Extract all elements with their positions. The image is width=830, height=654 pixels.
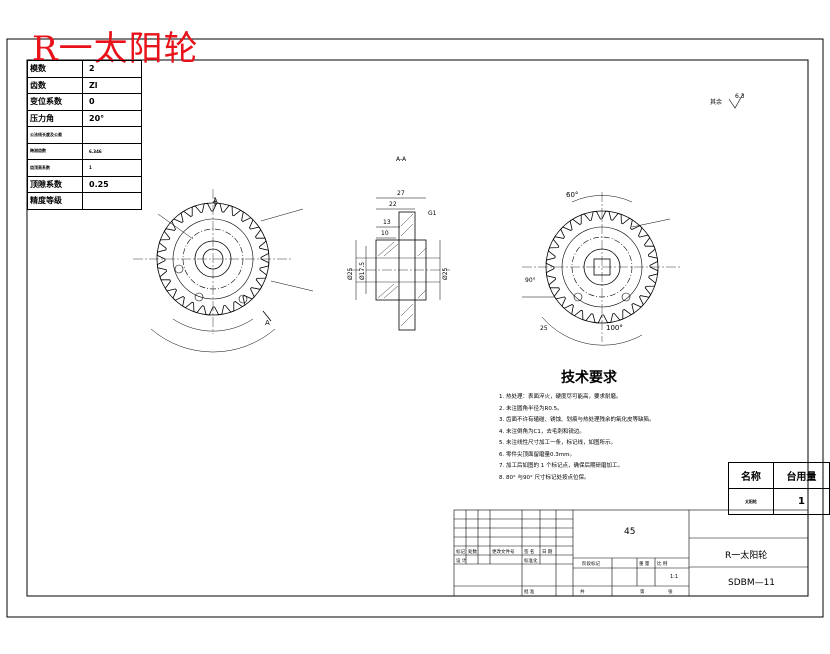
dim-25: 25	[540, 325, 548, 332]
title-block	[453, 509, 809, 597]
dim-60deg: 60°	[566, 191, 578, 199]
tb-ratio: 比 例	[657, 562, 668, 567]
roughness-label: 其余	[710, 98, 722, 106]
tb-date: 日 期	[542, 550, 553, 555]
roughness-icon	[728, 93, 744, 109]
tech-item: 4. 未注倒角为C1，去毛刺和锐边。	[499, 428, 585, 435]
tech-item: 3. 齿面不许有磕碰、锈蚀、划痕与热处理残余的氧化皮等缺陷。	[499, 417, 655, 423]
tb-approve: 批 准	[524, 590, 535, 595]
material: 45	[624, 527, 636, 537]
param-key: 公法线长度及公差	[27, 126, 83, 144]
param-value: 6.346	[82, 142, 142, 160]
dim-27: 27	[397, 190, 405, 197]
param-value: 1	[82, 159, 142, 177]
dim-22: 22	[389, 201, 397, 208]
param-value: 2	[82, 60, 142, 78]
dim-phi-left-1: Ø25	[347, 267, 354, 280]
name-value: 太阳轮	[728, 488, 774, 515]
tb-count: 处数	[468, 550, 477, 555]
tech-item: 8. 80° 与90° 尺寸标记处按点位保。	[499, 474, 590, 481]
tb-sheet: 第	[640, 590, 645, 595]
tech-item: 6. 零件尖顶面留磨量0.3mm。	[499, 451, 575, 458]
param-value	[82, 192, 142, 210]
roughness-value: 6.3	[735, 93, 745, 100]
param-key: 齿顶高系数	[27, 159, 83, 177]
param-value: Zl	[82, 76, 142, 94]
param-key: 跨测齿数	[27, 142, 83, 160]
name-qty-table: 名称 台用量 太阳轮 1	[728, 462, 830, 515]
dim-13: 13	[383, 219, 391, 226]
param-key: 精度等级	[27, 192, 83, 210]
param-key: 模数	[27, 60, 83, 78]
param-value	[82, 126, 142, 144]
section-view: A-A	[350, 156, 450, 331]
tb-zone: 更改文件号	[492, 550, 515, 555]
dim-10: 10	[381, 230, 389, 237]
tb-sheets: 共	[580, 590, 585, 595]
tb-mark: 标记	[456, 550, 465, 555]
part-name: R一太阳轮	[725, 551, 768, 561]
tech-requirements-list: 1. 热处理：表面淬火，硬度尽可能高，要求耐磨。 2. 未注圆角半径为R0.5。 3…	[499, 392, 655, 484]
param-key: 压力角	[27, 109, 83, 127]
tech-item: 1. 热处理：表面淬火，硬度尽可能高，要求耐磨。	[499, 394, 622, 400]
tech-item: 5. 未注线性尺寸加工一条，标记线，如图所示。	[499, 440, 616, 446]
section-mark-a-bottom: A	[265, 319, 270, 327]
section-label: A-A	[396, 156, 407, 163]
qty-value: 1	[772, 488, 830, 515]
section-mark-a-top: A	[213, 197, 218, 205]
tb-stage: 阶段标记	[582, 562, 600, 567]
dim-phi-left-2: Ø17.5	[359, 262, 366, 280]
tech-item: 7. 加工后如图的 1 个标记点，确保后期研磨加工。	[499, 463, 623, 469]
dim-g1: G1	[428, 210, 437, 217]
param-value: 0	[82, 93, 142, 111]
dim-100deg: 100°	[606, 324, 623, 332]
left-gear-view: A A	[133, 189, 314, 353]
tech-requirements-title: 技术要求	[561, 370, 617, 386]
param-key: 顶隙系数	[27, 175, 83, 193]
dim-90deg: 90°	[525, 277, 536, 284]
tb-design: 设 计	[456, 559, 467, 564]
dim-phi-right: Ø25	[442, 267, 449, 280]
right-gear-view	[522, 192, 682, 346]
name-header: 名称	[728, 462, 774, 489]
param-row: 公法线长度及公差	[27, 126, 142, 144]
part-code: SDBM—11	[728, 578, 776, 588]
param-key: 齿数	[27, 76, 83, 94]
tb-std: 标准化	[524, 559, 538, 564]
qty-header: 台用量	[772, 462, 830, 489]
param-row: 精度等级	[27, 192, 142, 210]
scale: 1:1	[670, 574, 679, 580]
tb-shz: 张	[668, 590, 673, 595]
param-value: 20°	[82, 109, 142, 127]
tech-item: 2. 未注圆角半径为R0.5。	[499, 405, 563, 412]
tb-sign: 签 名	[524, 550, 535, 555]
param-value: 0.25	[82, 175, 142, 193]
tb-weight: 重 量	[639, 562, 650, 567]
param-key: 变位系数	[27, 93, 83, 111]
